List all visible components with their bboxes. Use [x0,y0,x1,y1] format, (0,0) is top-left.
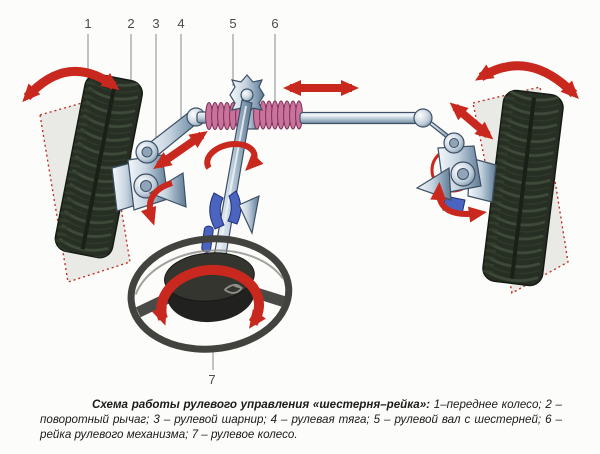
caption-body: 1–переднее колесо; 2 – поворотный рычаг;… [40,398,562,442]
callout-5: 5 [229,16,237,31]
rack-right-ball-joint [413,108,433,128]
callout-3: 3 [152,16,160,31]
left-tire-groove [80,82,117,250]
right-tie-rod-arrow [449,102,494,140]
callout-7: 7 [208,372,216,387]
shaft-cone-arrow [238,194,260,235]
right-arm-joint-pin [449,138,459,148]
callout-4: 4 [177,16,185,31]
right-pivot-cone-arrow [415,166,452,201]
steering-wheel-rotation-arrow [151,264,266,329]
rack-teeth-right [253,100,303,130]
right-kingpin-pin [457,168,469,180]
figure-caption: Схема работы рулевого управления «шестер… [40,397,562,442]
left-tie-rod-arrow [153,130,208,170]
rim-highlight [134,249,284,295]
callout-6: 6 [271,16,279,31]
callout-1: 1 [84,16,92,31]
shaft-highlight [217,105,247,259]
right-tire-groove [509,97,537,279]
left-arm-joint-pin [141,146,153,158]
u-joint-left-prong [209,192,225,230]
steering-wheel [127,235,293,353]
shaft-rotation-arrow [204,140,264,171]
motion-arrows [22,61,579,329]
steering-wheel-rim [127,235,293,353]
caption-title: Схема работы рулевого управления «шестер… [92,398,431,411]
left-tire-shoulder [54,75,98,248]
callout-2: 2 [127,16,135,31]
hub-top [164,252,255,302]
right-tire-shoulder [482,92,515,278]
left-wheel-turn-arrow [22,66,120,103]
rack-right-rod [299,111,419,125]
right-front-wheel [482,89,564,287]
pinion-hub [240,88,254,102]
right-wheel-turn-arrow [475,61,579,100]
rack-and-pinion [186,74,433,130]
u-joint-right-prong [227,190,242,225]
left-knuckle-pivot-arrow [140,180,174,226]
horn-glyph [224,283,243,294]
right-knuckle-pivot-arrow [430,182,487,223]
left-kingpin-pin [140,180,152,192]
